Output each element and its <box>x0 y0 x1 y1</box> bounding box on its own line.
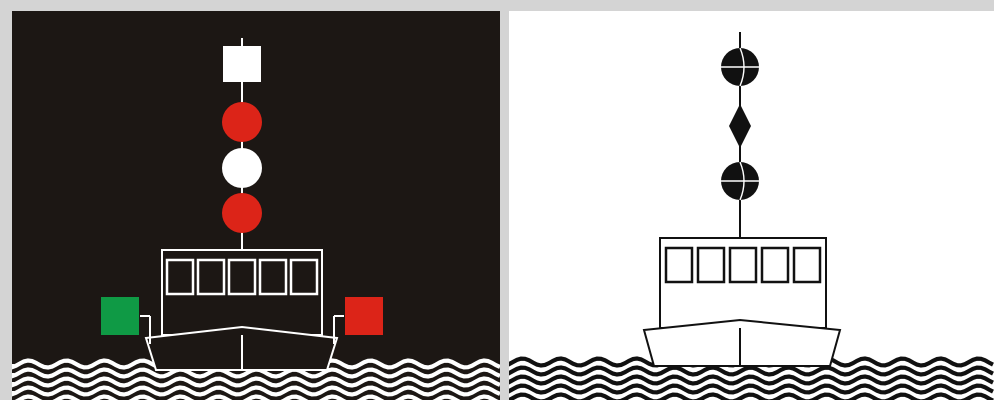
day-shapes-panel <box>509 11 994 400</box>
red-all-round-light <box>222 193 262 233</box>
white-all-round-light <box>222 148 262 188</box>
masthead-light <box>223 46 261 82</box>
deckhouse <box>162 250 322 335</box>
top-frame <box>0 0 994 11</box>
starboard-sidelight-red <box>345 297 383 335</box>
hull <box>644 320 840 366</box>
center-divider <box>500 0 509 400</box>
red-all-round-light <box>222 102 262 142</box>
port-sidelight-green <box>101 297 139 335</box>
ball-day-shape-top <box>721 48 759 86</box>
left-frame <box>0 0 12 400</box>
night-lights-panel <box>12 11 500 400</box>
ball-day-shape-bottom <box>721 162 759 200</box>
